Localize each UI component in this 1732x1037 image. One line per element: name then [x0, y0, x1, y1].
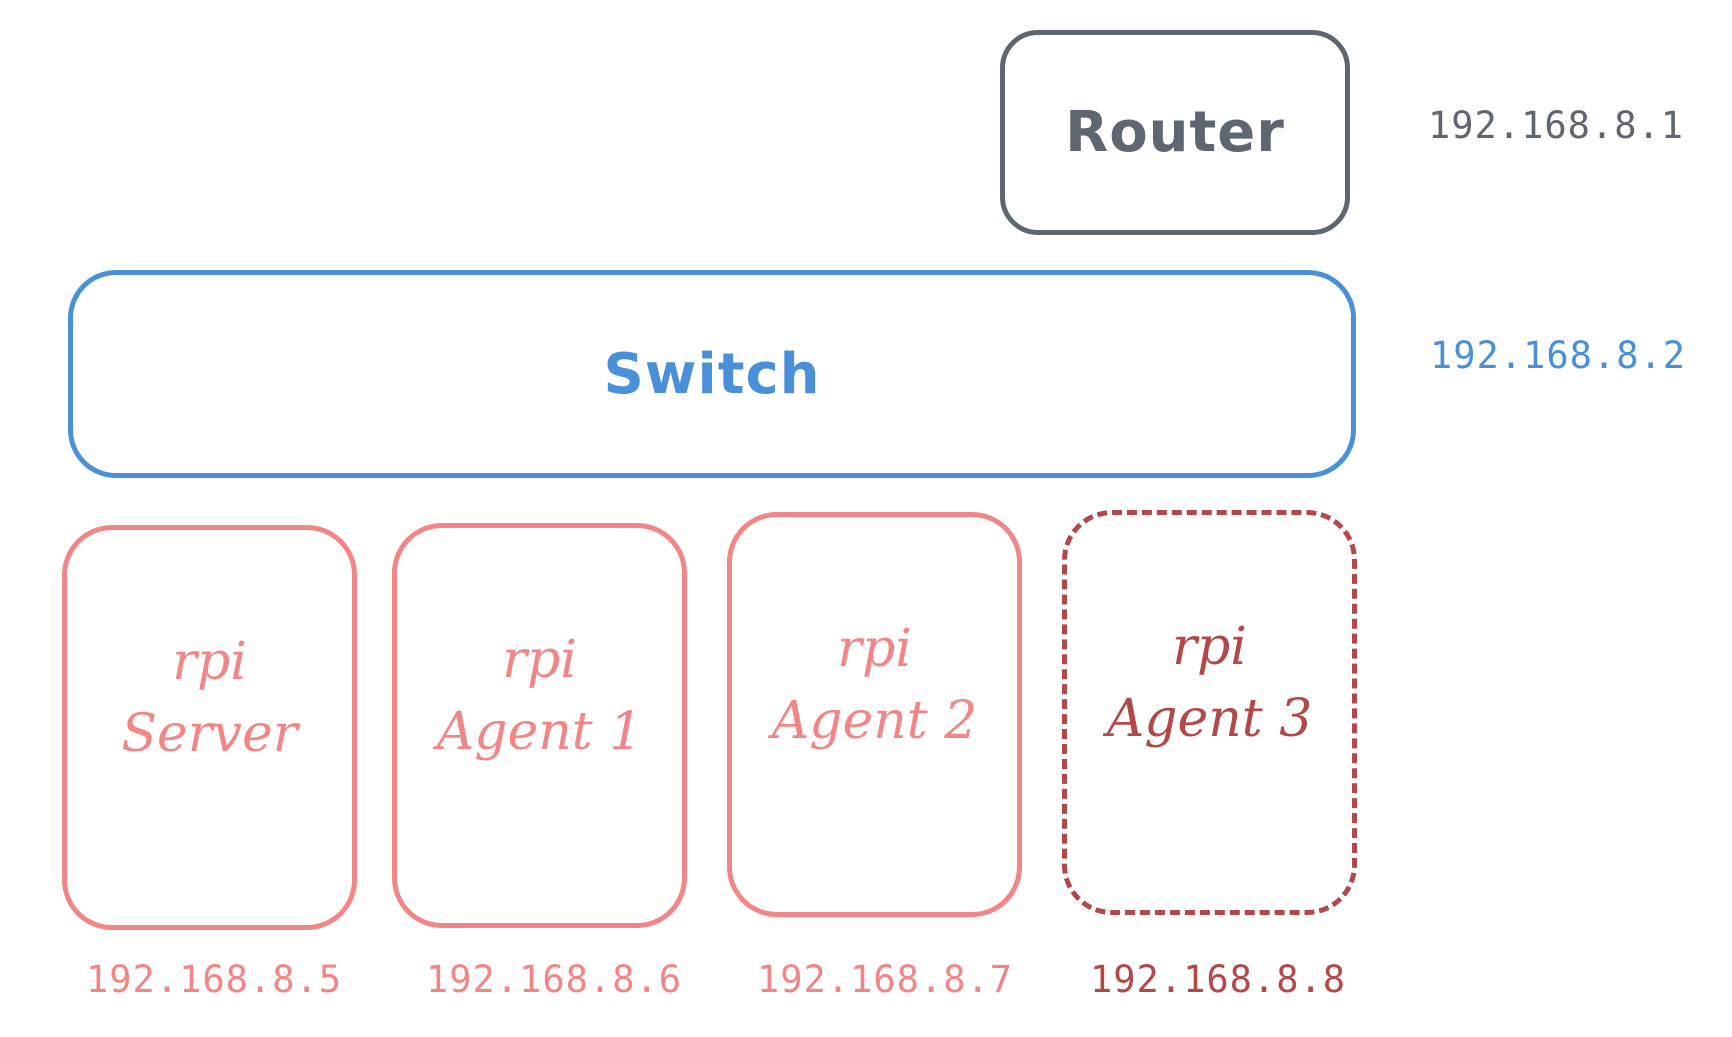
node-role-label: Agent 1: [436, 701, 643, 762]
rpi-server-ip: 192.168.8.5: [86, 958, 343, 1001]
node-type-label: rpi: [837, 618, 912, 679]
rpi-agent-3-ip: 192.168.8.8: [1090, 958, 1347, 1001]
node-role-label: Agent 2: [771, 690, 978, 751]
node-type-label: rpi: [1172, 616, 1247, 677]
switch-node: Switch: [68, 270, 1356, 478]
switch-label: Switch: [603, 341, 821, 407]
rpi-agent-3-node: rpi Agent 3: [1062, 510, 1357, 915]
router-node: Router: [1000, 30, 1350, 235]
router-label: Router: [1065, 100, 1285, 165]
node-type-label: rpi: [172, 631, 247, 692]
rpi-agent-1-node: rpi Agent 1: [392, 523, 687, 928]
rpi-agent-2-ip: 192.168.8.7: [757, 958, 1014, 1001]
rpi-agent-2-node: rpi Agent 2: [727, 512, 1022, 917]
node-role-label: Server: [121, 703, 298, 764]
node-role-label: Agent 3: [1106, 688, 1313, 749]
node-type-label: rpi: [502, 629, 577, 690]
rpi-agent-1-ip: 192.168.8.6: [426, 958, 683, 1001]
router-ip: 192.168.8.1: [1428, 104, 1685, 147]
rpi-server-node: rpi Server: [62, 525, 357, 930]
switch-ip: 192.168.8.2: [1430, 334, 1687, 377]
